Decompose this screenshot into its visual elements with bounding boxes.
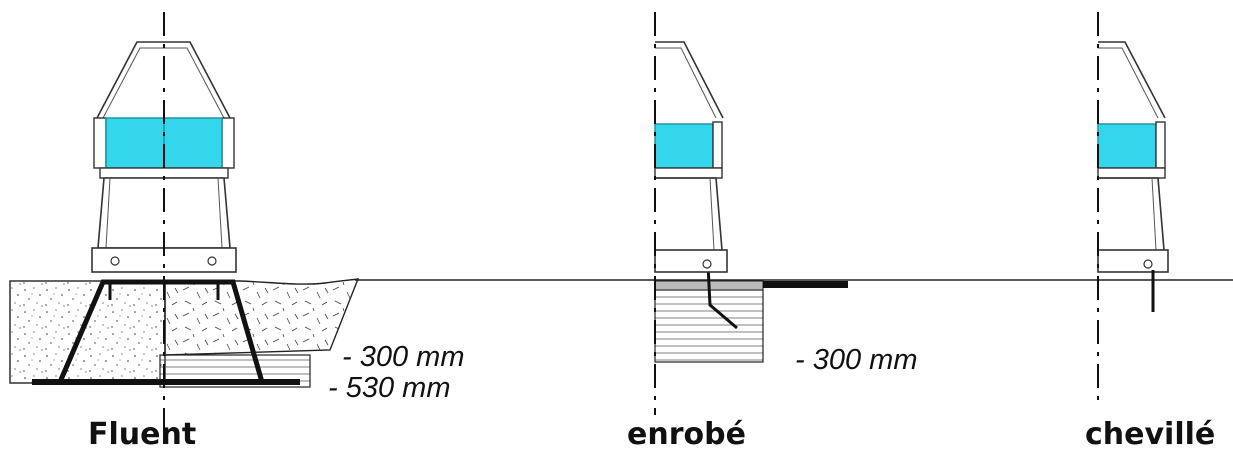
bolt-hole-left bbox=[110, 256, 120, 266]
cheville-body bbox=[1098, 177, 1165, 251]
enrobe-flange bbox=[654, 249, 728, 273]
fluent-depth-label-1: - 300 mm bbox=[342, 341, 465, 373]
enrobe-hood-inner bbox=[655, 47, 717, 119]
cheville-flange bbox=[1097, 249, 1169, 273]
enrobe-depth-label: - 300 mm bbox=[795, 344, 918, 376]
caption-enrobe: enrobé bbox=[627, 417, 746, 452]
cheville-glass bbox=[1097, 123, 1157, 169]
enrobe-anchor bbox=[706, 264, 738, 330]
concrete-block bbox=[9, 280, 166, 384]
backfill-region bbox=[164, 278, 360, 356]
cheville-hood bbox=[1098, 41, 1166, 119]
clamp-right bbox=[221, 117, 235, 169]
enrobe-body bbox=[655, 177, 723, 251]
bolt-hole-right bbox=[207, 256, 217, 266]
enrobe-body-inner bbox=[709, 177, 715, 251]
cheville-assembly bbox=[1097, 12, 1169, 400]
trapezoid-frame bbox=[57, 279, 265, 383]
enrobe-clamp bbox=[712, 121, 723, 169]
fluent-depth-label-2: - 530 mm bbox=[328, 372, 451, 404]
enrobe-assembly bbox=[654, 12, 848, 415]
lamp-hood bbox=[96, 41, 231, 119]
enrobe-glass bbox=[654, 123, 714, 169]
fluent-assembly bbox=[9, 12, 360, 430]
caption-cheville: chevillé bbox=[1085, 417, 1216, 452]
cheville-clamp bbox=[1155, 121, 1166, 169]
lamp-body-line-left bbox=[105, 177, 111, 249]
cheville-hood-inner bbox=[1098, 47, 1159, 119]
enrobe-bolt-hole bbox=[702, 259, 712, 269]
cheville-bolt-hole bbox=[1143, 259, 1153, 269]
lamp-hood-inner bbox=[102, 47, 225, 119]
enrobe-bar bbox=[763, 281, 848, 288]
enrobe-collar bbox=[654, 167, 723, 179]
enrobe-hood bbox=[655, 41, 724, 119]
lamp-body-line-right bbox=[217, 177, 223, 249]
cheville-body-inner bbox=[1151, 177, 1157, 251]
clamp-left bbox=[93, 117, 107, 169]
cheville-collar bbox=[1097, 167, 1166, 179]
caption-fluent: Fluent bbox=[88, 417, 197, 452]
